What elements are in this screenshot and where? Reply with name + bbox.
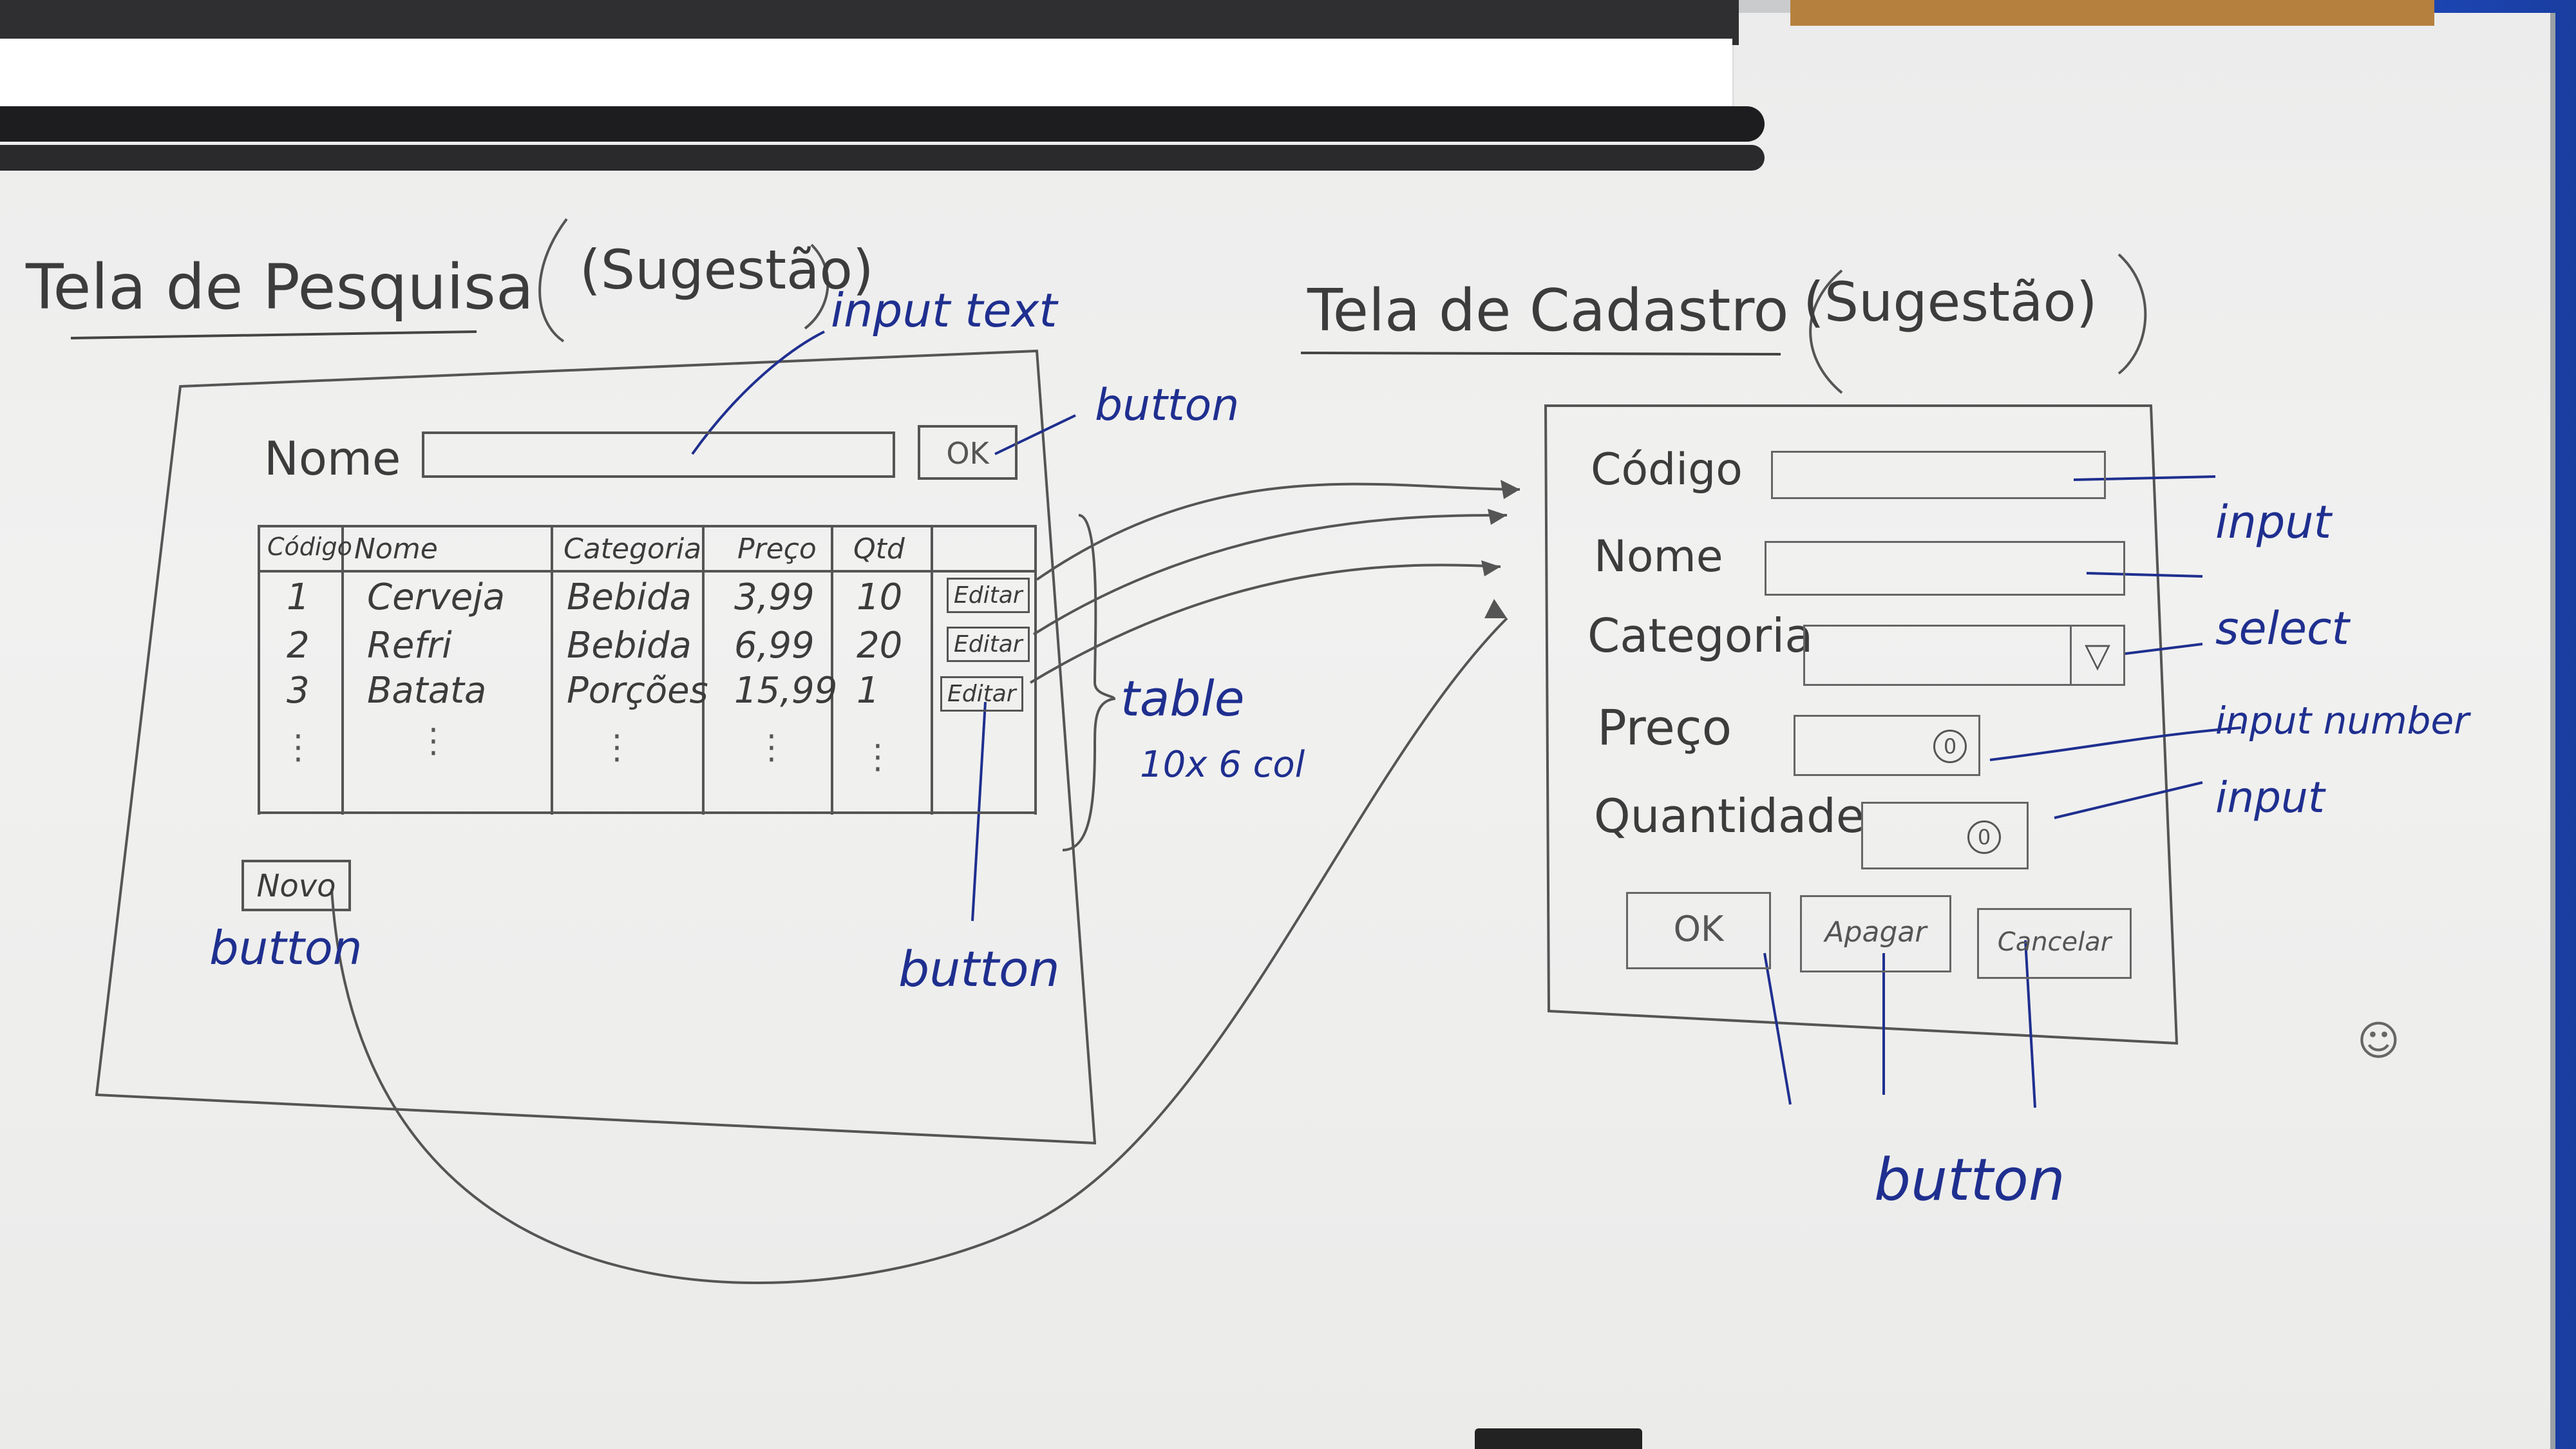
name-label: Nome [264, 431, 401, 486]
annotation-input-codigo: input [2215, 496, 2332, 549]
projector-screen [0, 39, 1732, 116]
table-row-2-qtd: 20 [857, 625, 903, 667]
edit-button-row-3[interactable]: Editar [940, 676, 1023, 712]
field-label-codigo: Código [1591, 444, 1743, 495]
quantidade-input[interactable]: 0 [1861, 802, 2029, 869]
ellipsis-preco: ··· [766, 718, 777, 779]
register-screen-title: Tela de Cadastro [1307, 277, 1789, 345]
table-row-2-preco: 6,99 [734, 625, 815, 667]
annotation-button-ok: button [1095, 380, 1240, 431]
form-ok-button[interactable]: OK [1626, 892, 1771, 969]
spinner-icon[interactable]: 0 [1967, 820, 2001, 854]
field-label-nome: Nome [1594, 531, 1723, 582]
table-row-3-categoria: Porções [567, 670, 708, 712]
annotation-input-text: input text [831, 283, 1057, 337]
annotation-button-edit: button [898, 940, 1060, 998]
marker-tray [1475, 1428, 1642, 1449]
annotation-table-size: 10x 6 col [1140, 744, 1305, 786]
annotation-button-form: button [1874, 1146, 2065, 1214]
table-row-1-qtd: 10 [857, 576, 903, 618]
ellipsis-nome: ··· [428, 712, 439, 772]
preco-input-number[interactable]: 0 [1794, 715, 1980, 776]
header-codigo: Código [267, 533, 352, 561]
search-ok-button[interactable]: OK [918, 425, 1018, 480]
search-screen-title: Tela de Pesquisa [26, 251, 534, 323]
annotation-input-number: input number [2215, 699, 2469, 743]
table-row-1-nome: Cerveja [367, 576, 506, 618]
field-label-preco: Preço [1597, 699, 1732, 756]
field-label-quantidade: Quantidade [1594, 789, 1865, 843]
table-row-2-nome: Refri [367, 625, 452, 667]
table-row-3-nome: Batata [367, 670, 487, 712]
categoria-select[interactable]: ▽ [1803, 625, 2125, 686]
cancel-button[interactable]: Cancelar [1977, 908, 2132, 979]
table-row-2-codigo: 2 [287, 625, 310, 667]
ellipsis-categoria: ··· [612, 718, 622, 779]
table-row-3-qtd: 1 [857, 670, 880, 712]
edit-button-row-2[interactable]: Editar [947, 627, 1030, 662]
projector-screen-housing [0, 0, 1739, 45]
ellipsis-codigo: ··· [293, 718, 303, 779]
edit-button-row-1[interactable]: Editar [947, 578, 1030, 613]
annotation-select: select [2215, 602, 2349, 655]
header-nome: Nome [354, 533, 438, 565]
smiley-icon: ☺ [2357, 1018, 2400, 1065]
register-screen-subtitle: (Sugestão) [1803, 270, 2098, 334]
header-preco: Preço [737, 533, 817, 565]
search-name-input[interactable] [422, 431, 895, 478]
header-categoria: Categoria [564, 533, 702, 565]
search-screen-subtitle: (Sugestão) [580, 238, 874, 301]
results-table: Código Nome Categoria Preço Qtd 1 Cervej… [258, 525, 1037, 815]
field-label-categoria: Categoria [1587, 609, 1814, 663]
nome-input[interactable] [1765, 541, 2125, 596]
annotation-input-quantidade: input [2215, 773, 2325, 822]
annotation-button-novo: button [209, 921, 363, 975]
whiteboard [0, 13, 2555, 1449]
spinner-icon[interactable]: 0 [1933, 730, 1967, 763]
new-button[interactable]: Novo [242, 860, 351, 911]
projector-screen-bar-lower [0, 145, 1765, 171]
header-qtd: Qtd [853, 533, 905, 565]
wood-frame [1790, 0, 2434, 26]
table-row-3-preco: 15,99 [734, 670, 838, 712]
projector-screen-bar [0, 106, 1765, 142]
codigo-input[interactable] [1771, 451, 2106, 499]
table-row-3-codigo: 3 [287, 670, 310, 712]
annotation-table: table [1121, 670, 1245, 727]
delete-button[interactable]: Apagar [1800, 895, 1951, 972]
table-row-2-categoria: Bebida [567, 625, 692, 667]
ellipsis-qtd: ··· [873, 728, 883, 788]
chevron-down-icon[interactable]: ▽ [2070, 627, 2123, 684]
table-row-1-categoria: Bebida [567, 576, 692, 618]
table-row-1-preco: 3,99 [734, 576, 815, 618]
table-row-1-codigo: 1 [287, 576, 310, 618]
